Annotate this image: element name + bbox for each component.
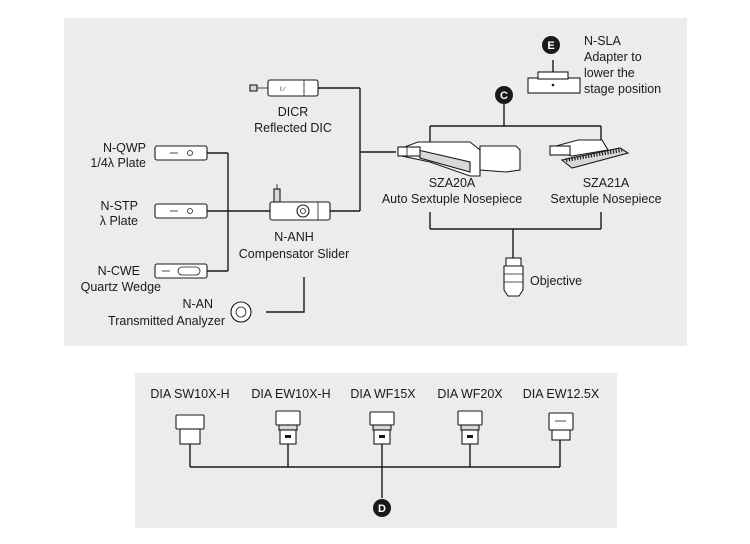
- n-sla-label: N-SLA: [584, 34, 621, 48]
- eyepiece-wf15x-icon: [369, 411, 395, 445]
- n-an-desc: Transmitted Analyzer: [108, 314, 225, 328]
- n-anh-slider-icon: [269, 184, 331, 221]
- svg-text:E: E: [547, 40, 554, 52]
- eyepiece-sw10x-h-icon: [175, 414, 205, 445]
- badge-d: D: [373, 499, 391, 517]
- eyepiece-connectors: [189, 440, 561, 498]
- slider-connectors: [207, 87, 396, 313]
- n-sla-desc-2: lower the: [584, 66, 635, 80]
- top-panel: [64, 18, 687, 346]
- n-sla-desc-3: stage position: [584, 82, 661, 96]
- nosepiece-connectors: [429, 60, 602, 258]
- svg-text:D: D: [378, 503, 386, 515]
- n-stp-slider-icon: [154, 203, 208, 219]
- badge-c: C: [495, 86, 513, 104]
- eyepiece-ew10x-h-icon: [275, 410, 301, 445]
- n-cwe-label: N-CWE: [98, 264, 140, 278]
- dicr-slider-icon: I ⁄: [249, 79, 319, 97]
- sza20a-nosepiece-icon: [397, 141, 521, 177]
- n-cwe-desc: Quartz Wedge: [81, 280, 161, 294]
- sza20a-desc: Auto Sextuple Nosepiece: [382, 192, 522, 206]
- eyepiece-wf20x-icon: [457, 410, 483, 445]
- n-an-label: N-AN: [182, 297, 213, 311]
- n-sla-desc-1: Adapter to: [584, 50, 642, 64]
- eyepiece-label-sw10x-h: DIA SW10X-H: [150, 387, 229, 401]
- sza21a-desc: Sextuple Nosepiece: [550, 192, 661, 206]
- n-stp-desc: λ Plate: [100, 214, 138, 228]
- badge-e: E: [542, 36, 560, 54]
- n-qwp-label: N-QWP: [103, 141, 146, 155]
- svg-text:I ⁄: I ⁄: [280, 86, 287, 93]
- n-qwp-desc: 1/4λ Plate: [90, 156, 146, 170]
- n-sla-adapter-icon: [527, 71, 581, 94]
- n-qwp-slider-icon: [154, 145, 208, 161]
- n-anh-label: N-ANH: [274, 230, 314, 244]
- eyepiece-label-ew10x-h: DIA EW10X-H: [251, 387, 330, 401]
- eyepiece-ew12-5x-icon: [548, 412, 574, 441]
- eyepiece-label-ew12-5x: DIA EW12.5X: [523, 387, 600, 401]
- n-stp-label: N-STP: [101, 199, 139, 213]
- eyepiece-label-wf20x: DIA WF20X: [437, 387, 503, 401]
- sza21a-nosepiece-icon: [549, 139, 630, 169]
- dicr-desc: Reflected DIC: [254, 121, 332, 135]
- dicr-label: DICR: [278, 105, 309, 119]
- n-anh-desc: Compensator Slider: [239, 247, 349, 261]
- n-an-analyzer-icon: [230, 301, 252, 323]
- sza20a-label: SZA20A: [429, 176, 476, 190]
- objective-icon: [503, 257, 524, 297]
- svg-text:C: C: [500, 90, 508, 102]
- objective-label: Objective: [530, 274, 582, 288]
- n-cwe-slider-icon: [154, 263, 208, 279]
- eyepiece-label-wf15x: DIA WF15X: [350, 387, 416, 401]
- sza21a-label: SZA21A: [583, 176, 630, 190]
